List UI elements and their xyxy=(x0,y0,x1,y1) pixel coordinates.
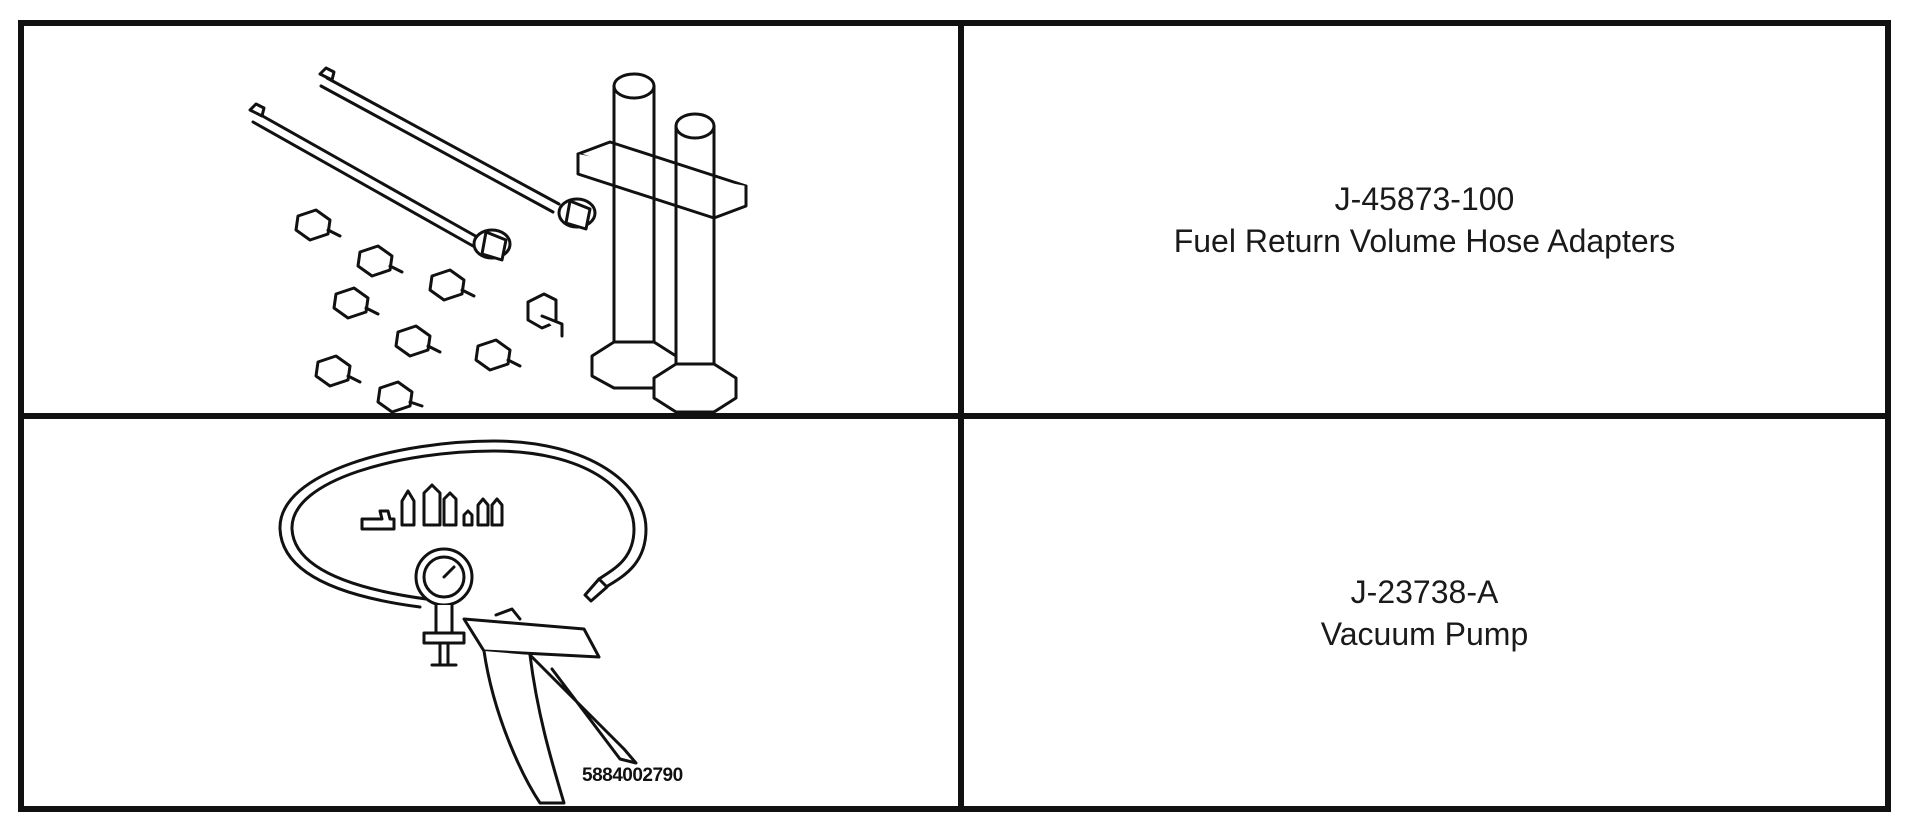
vacuum-pump-icon xyxy=(278,439,648,805)
tool-description-cell: J-45873-100 Fuel Return Volume Hose Adap… xyxy=(958,20,1891,419)
tool-name: Vacuum Pump xyxy=(1320,615,1529,652)
hose-adapters-illustration xyxy=(24,26,958,413)
vacuum-pump-illustration xyxy=(24,419,958,806)
hose-adapters-icon xyxy=(248,66,748,413)
tool-description-cell: J-23738-A Vacuum Pump xyxy=(958,413,1891,812)
table-row: 5884002790 J-23738-A Vacuum Pump xyxy=(18,413,1891,812)
tool-illustration-cell: 5884002790 xyxy=(18,413,964,812)
special-tools-table: J-45873-100 Fuel Return Volume Hose Adap… xyxy=(18,20,1891,812)
tool-name: Fuel Return Volume Hose Adapters xyxy=(1173,222,1676,259)
tool-number: J-23738-A xyxy=(1350,573,1499,610)
figure-code: 5884002790 xyxy=(582,765,683,786)
table-row: J-45873-100 Fuel Return Volume Hose Adap… xyxy=(18,20,1891,419)
tool-number: J-45873-100 xyxy=(1334,180,1515,217)
tool-illustration-cell xyxy=(18,20,964,419)
